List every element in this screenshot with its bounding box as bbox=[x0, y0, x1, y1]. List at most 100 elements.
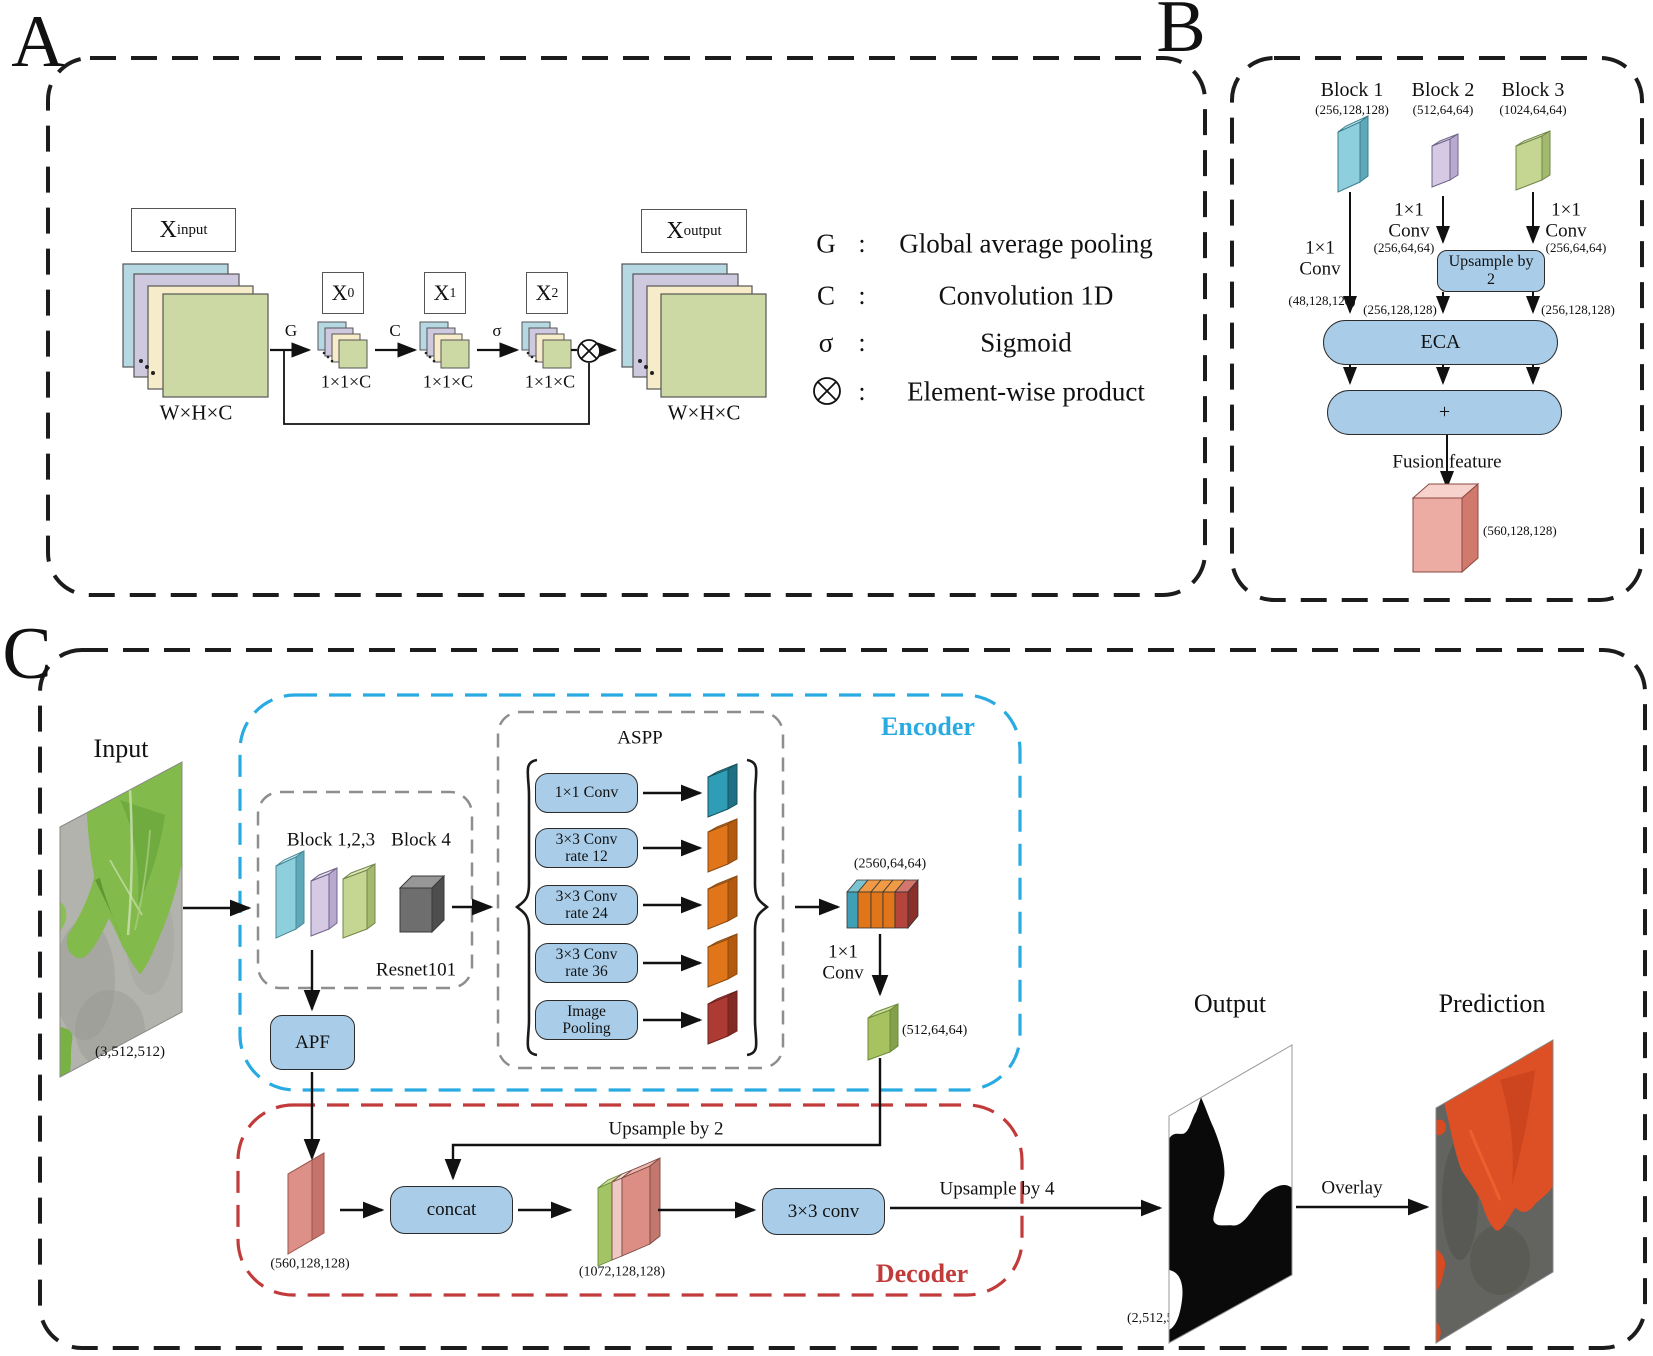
element-wise-product-icon bbox=[577, 339, 601, 363]
fusion-dims: (560,128,128) bbox=[1483, 523, 1557, 538]
aspp-row5-l2: Pooling bbox=[562, 1020, 611, 1037]
prediction-image bbox=[1436, 1040, 1553, 1343]
panel-b-border bbox=[1230, 56, 1644, 602]
aspp-row3-l2: rate 24 bbox=[565, 905, 608, 922]
output-label: Output bbox=[1193, 988, 1267, 1018]
block1-dims: (256,128,128) bbox=[1315, 101, 1389, 117]
input-dims: (3,512,512) bbox=[95, 1043, 165, 1060]
decoder-label: Decoder bbox=[875, 1258, 969, 1288]
upsample-by-2-node: Upsample by 2 bbox=[1437, 250, 1545, 292]
resnet-name: Resnet101 bbox=[375, 959, 457, 981]
upsample-node-l1: Upsample by bbox=[1448, 253, 1534, 271]
x0-main: X bbox=[331, 280, 348, 305]
mini-stacks bbox=[317, 321, 572, 369]
fusion-feature-label: Fusion feature bbox=[1392, 451, 1502, 473]
aspp-output-slabs bbox=[707, 763, 738, 1045]
legend-colon-4: : bbox=[858, 376, 866, 406]
op-g: G bbox=[284, 320, 298, 340]
decoder-border bbox=[236, 1103, 1024, 1297]
aspp-concat-block bbox=[846, 878, 919, 930]
output-mask-border bbox=[1168, 1044, 1293, 1344]
conv1x1-right-l2: Conv bbox=[1545, 220, 1587, 241]
conv1x1-mid-l1: 1×1 bbox=[1394, 199, 1424, 221]
conv1x1-left-l1: 1×1 bbox=[1305, 237, 1335, 259]
x1-main: X bbox=[433, 280, 450, 305]
conv1x1-right-l1: 1×1 bbox=[1551, 199, 1581, 221]
aspp-row-imagepooling: Image Pooling bbox=[535, 1000, 638, 1040]
op-sigma: σ bbox=[492, 320, 502, 340]
output-whc: W×H×C bbox=[667, 400, 741, 425]
aspp-title: ASPP bbox=[617, 727, 663, 749]
pink-slab-dims: (560,128,128) bbox=[270, 1256, 350, 1272]
input-whc: W×H×C bbox=[159, 400, 233, 425]
conv1x1-enc-l1: 1×1 bbox=[828, 941, 858, 963]
block3-dims: (1024,64,64) bbox=[1499, 101, 1567, 117]
upsample-by-4-label: Upsample by 4 bbox=[939, 1178, 1055, 1200]
panel-a-letter: A bbox=[11, 1, 65, 84]
aspp-row3-l1: 3×3 Conv bbox=[555, 887, 618, 905]
block1-slab bbox=[1337, 115, 1369, 193]
legend-symbol-sigma: σ bbox=[818, 327, 834, 358]
aspp-row1-l1: 1×1 Conv bbox=[554, 784, 619, 801]
upsample-by-2-label: Upsample by 2 bbox=[608, 1118, 724, 1140]
green-feature-slab bbox=[867, 1003, 899, 1061]
aspp-row2-l2: rate 12 bbox=[565, 848, 608, 865]
input-image-border bbox=[59, 761, 183, 1078]
aspp-row-1x1conv: 1×1 Conv bbox=[535, 773, 638, 813]
apf-node: APF bbox=[270, 1015, 355, 1070]
input-image bbox=[60, 762, 182, 1077]
panel-b-arrows bbox=[1343, 192, 1540, 489]
x-input-main: X bbox=[159, 216, 177, 243]
aspp-row-rate12: 3×3 Conv rate 12 bbox=[535, 828, 638, 868]
panel-a-arrows bbox=[270, 342, 618, 425]
panel-c-border bbox=[38, 648, 1647, 1350]
x-output-main: X bbox=[666, 217, 684, 244]
conv1x1-mid: 1×1 Conv bbox=[1388, 200, 1429, 241]
cat-slab-dims: (1072,128,128) bbox=[578, 1264, 666, 1280]
dim-mid: (256,64,64) bbox=[1373, 239, 1435, 255]
conv1x1-left: 1×1 Conv bbox=[1299, 238, 1340, 279]
x-input-stack bbox=[122, 263, 269, 398]
aspp-row-rate36: 3×3 Conv rate 36 bbox=[535, 943, 638, 983]
aspp-row4-l1: 3×3 Conv bbox=[555, 945, 618, 963]
input-label: Input bbox=[93, 733, 149, 763]
x-input-sub: input bbox=[176, 221, 208, 238]
aspp-border bbox=[496, 710, 785, 1070]
conv1x1-enc-l2: Conv bbox=[822, 962, 864, 983]
x1-size: 1×1×C bbox=[422, 371, 474, 392]
op-c: C bbox=[389, 320, 401, 340]
dim-right: (256,64,64) bbox=[1545, 239, 1607, 255]
conv1x1-left-l2: Conv bbox=[1299, 258, 1341, 279]
stack-dots bbox=[139, 351, 654, 375]
fusion-feature-box bbox=[1411, 482, 1480, 574]
panel-b-letter: B bbox=[1156, 0, 1206, 69]
apf-feature-slab bbox=[287, 1152, 325, 1255]
legend-colon-3: : bbox=[858, 327, 866, 357]
legend-desc-product: Element-wise product bbox=[907, 376, 1145, 407]
panel-c-arrows bbox=[183, 784, 1430, 1219]
legend-element-wise-product-icon bbox=[813, 377, 841, 405]
legend-symbol-c: C bbox=[816, 280, 836, 311]
legend-desc-sigma: Sigmoid bbox=[980, 327, 1072, 358]
aspp-row2-l1: 3×3 Conv bbox=[555, 830, 618, 848]
legend-colon-2: : bbox=[858, 280, 866, 310]
block1-name: Block 1 bbox=[1320, 79, 1384, 102]
x0-sub: 0 bbox=[347, 285, 355, 300]
conv1x1-encoder-label: 1×1 Conv bbox=[822, 942, 863, 983]
resnet-border bbox=[256, 790, 474, 990]
resnet-block4-label: Block 4 bbox=[391, 829, 451, 851]
legend-colon-1: : bbox=[858, 228, 866, 258]
resnet-blocks123-label: Block 1,2,3 bbox=[286, 829, 376, 851]
x2-sub: 2 bbox=[551, 285, 559, 300]
panel-c-letter: C bbox=[2, 613, 52, 696]
aspp-braces bbox=[514, 758, 770, 1057]
block4-cube bbox=[398, 874, 446, 934]
conv1x1-right: 1×1 Conv bbox=[1545, 200, 1586, 241]
output-mask-image bbox=[1169, 1045, 1292, 1343]
x1-sub: 1 bbox=[449, 285, 457, 300]
upsample-node-l2: 2 bbox=[1487, 271, 1495, 288]
